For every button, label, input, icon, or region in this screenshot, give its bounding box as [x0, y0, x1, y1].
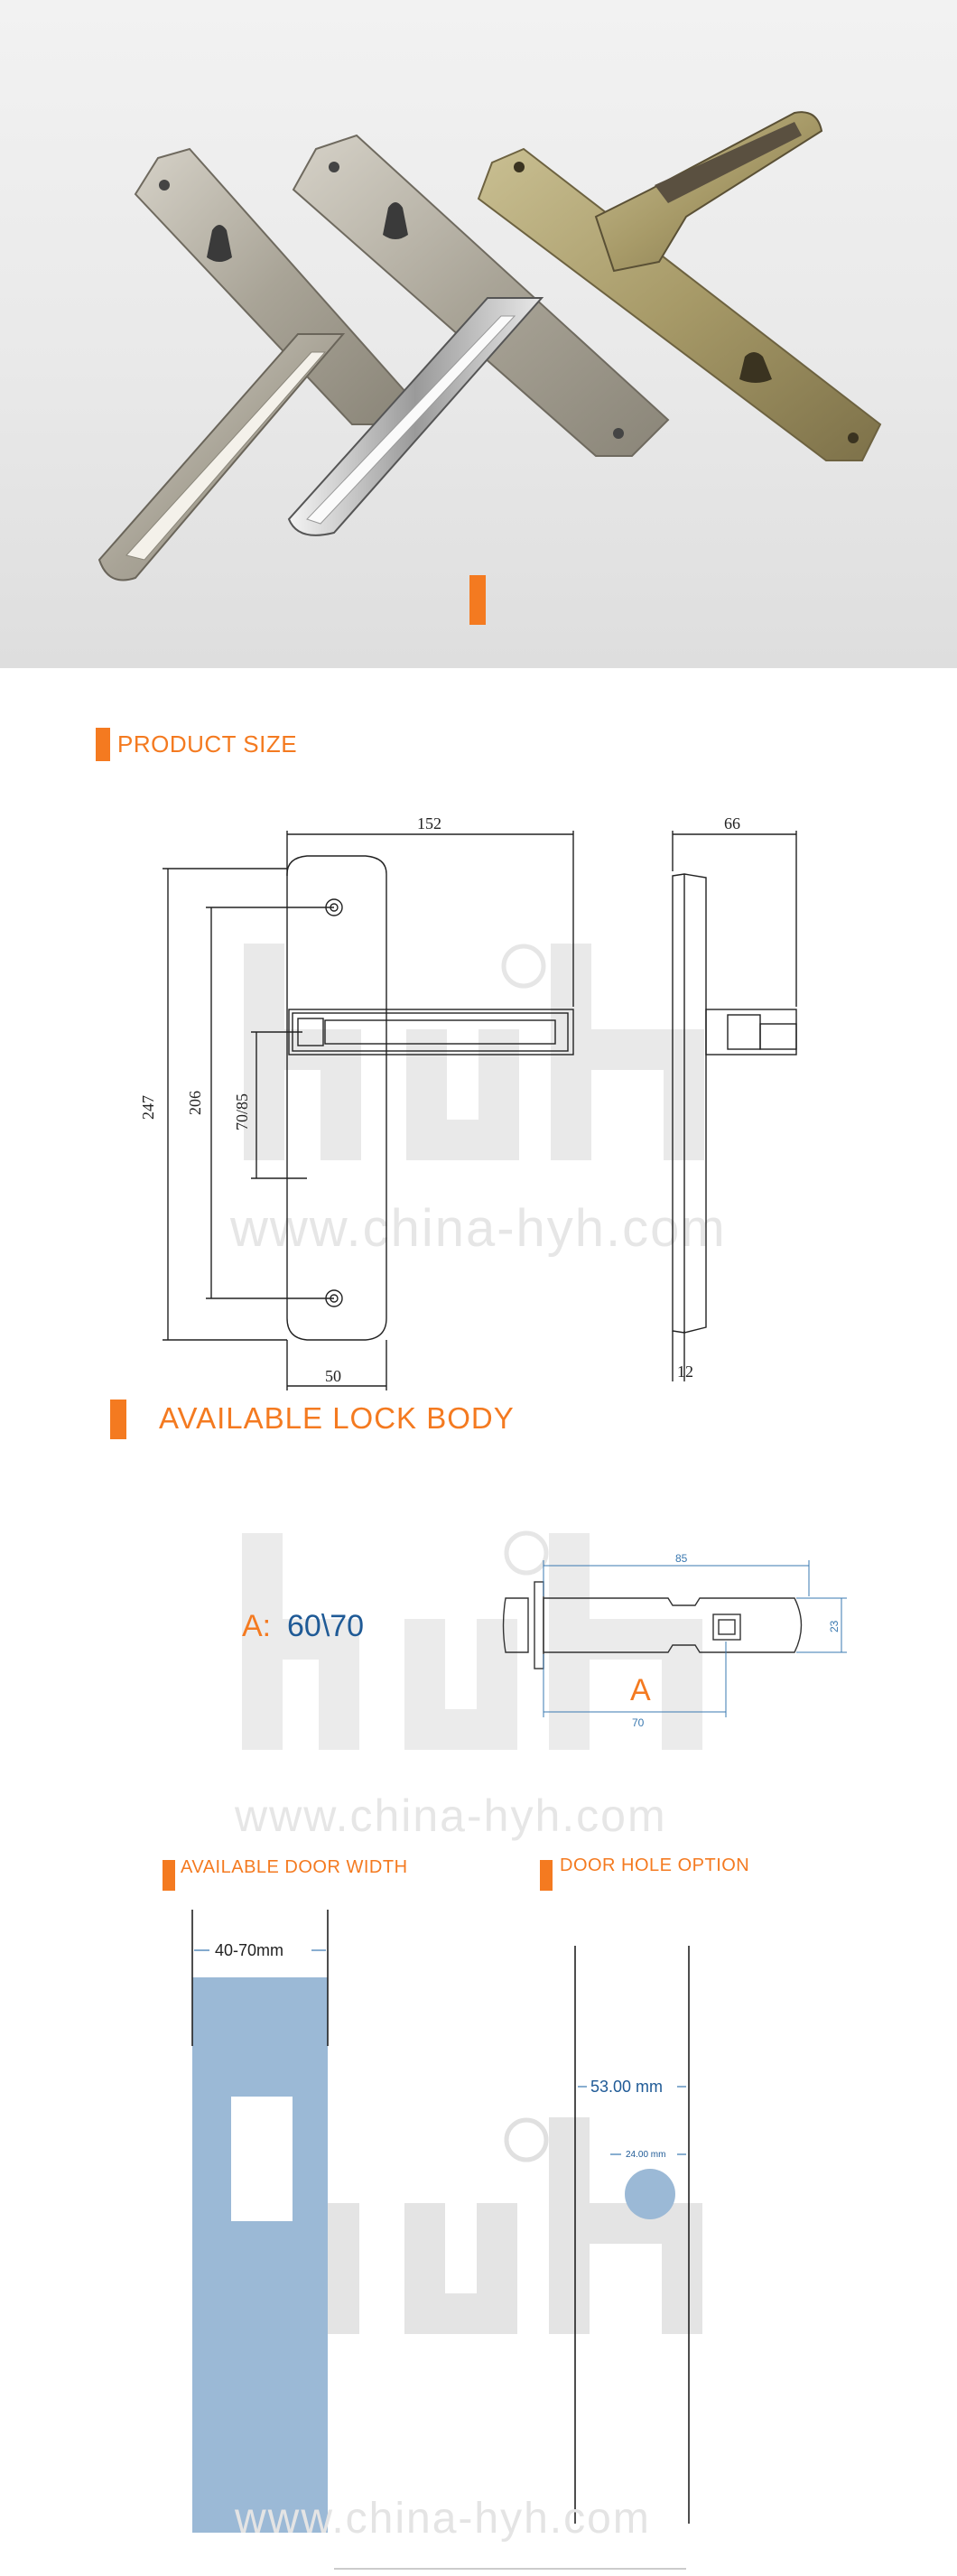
- dim-50: 50: [325, 1367, 341, 1385]
- door-cutout: [231, 2097, 293, 2221]
- lock-label-value: 60\70: [287, 1609, 364, 1643]
- watermark-url: www.china-hyh.com: [229, 1199, 727, 1258]
- section-marker: [96, 728, 110, 761]
- door-width-range: 40-70mm: [215, 1941, 283, 1959]
- section-title-product-size: PRODUCT SIZE: [117, 730, 298, 758]
- dim-66: 66: [724, 814, 740, 832]
- section-title-lock-body: AVAILABLE LOCK BODY: [159, 1401, 515, 1435]
- dim-70-85: 70/85: [233, 1093, 251, 1130]
- section-title-door-hole: DOOR HOLE OPTION: [560, 1855, 750, 1875]
- watermark-url: www.china-hyh.com: [234, 2495, 651, 2543]
- door-hole-circle: [625, 2169, 675, 2219]
- product-size-drawing: www.china-hyh.com: [139, 814, 797, 1390]
- lock-label-prefix: A:: [242, 1609, 271, 1643]
- dim-206: 206: [186, 1091, 204, 1115]
- door-drawings: 40-70mm 53.00 mm 24.00 mm www.china-hyh.…: [191, 1910, 702, 2570]
- section-marker: [110, 1400, 126, 1439]
- section-marker: [540, 1860, 553, 1891]
- hyh-watermark-logo: [244, 944, 704, 1160]
- watermark-url: www.china-hyh.com: [234, 1790, 667, 1841]
- section-title-door-width: AVAILABLE DOOR WIDTH: [181, 1857, 408, 1877]
- lock-body-drawing: www.china-hyh.com A: 60\70 85 70 23 A: [234, 1530, 847, 1841]
- lock-dim-70: 70: [632, 1716, 645, 1729]
- dim-12: 12: [677, 1362, 693, 1381]
- lock-dim-85: 85: [675, 1552, 688, 1565]
- handles-illustration: [98, 111, 882, 625]
- product-photo: [0, 0, 957, 668]
- dim-152: 152: [417, 814, 441, 832]
- dim-247: 247: [139, 1095, 157, 1120]
- door-hole-width: 53.00 mm: [590, 2078, 663, 2096]
- section-marker: [163, 1860, 175, 1891]
- lock-marker-a: A: [630, 1673, 651, 1707]
- door-hole-diameter: 24.00 mm: [626, 2150, 665, 2160]
- door-panel: [192, 1977, 328, 2533]
- lock-dim-23: 23: [828, 1620, 841, 1632]
